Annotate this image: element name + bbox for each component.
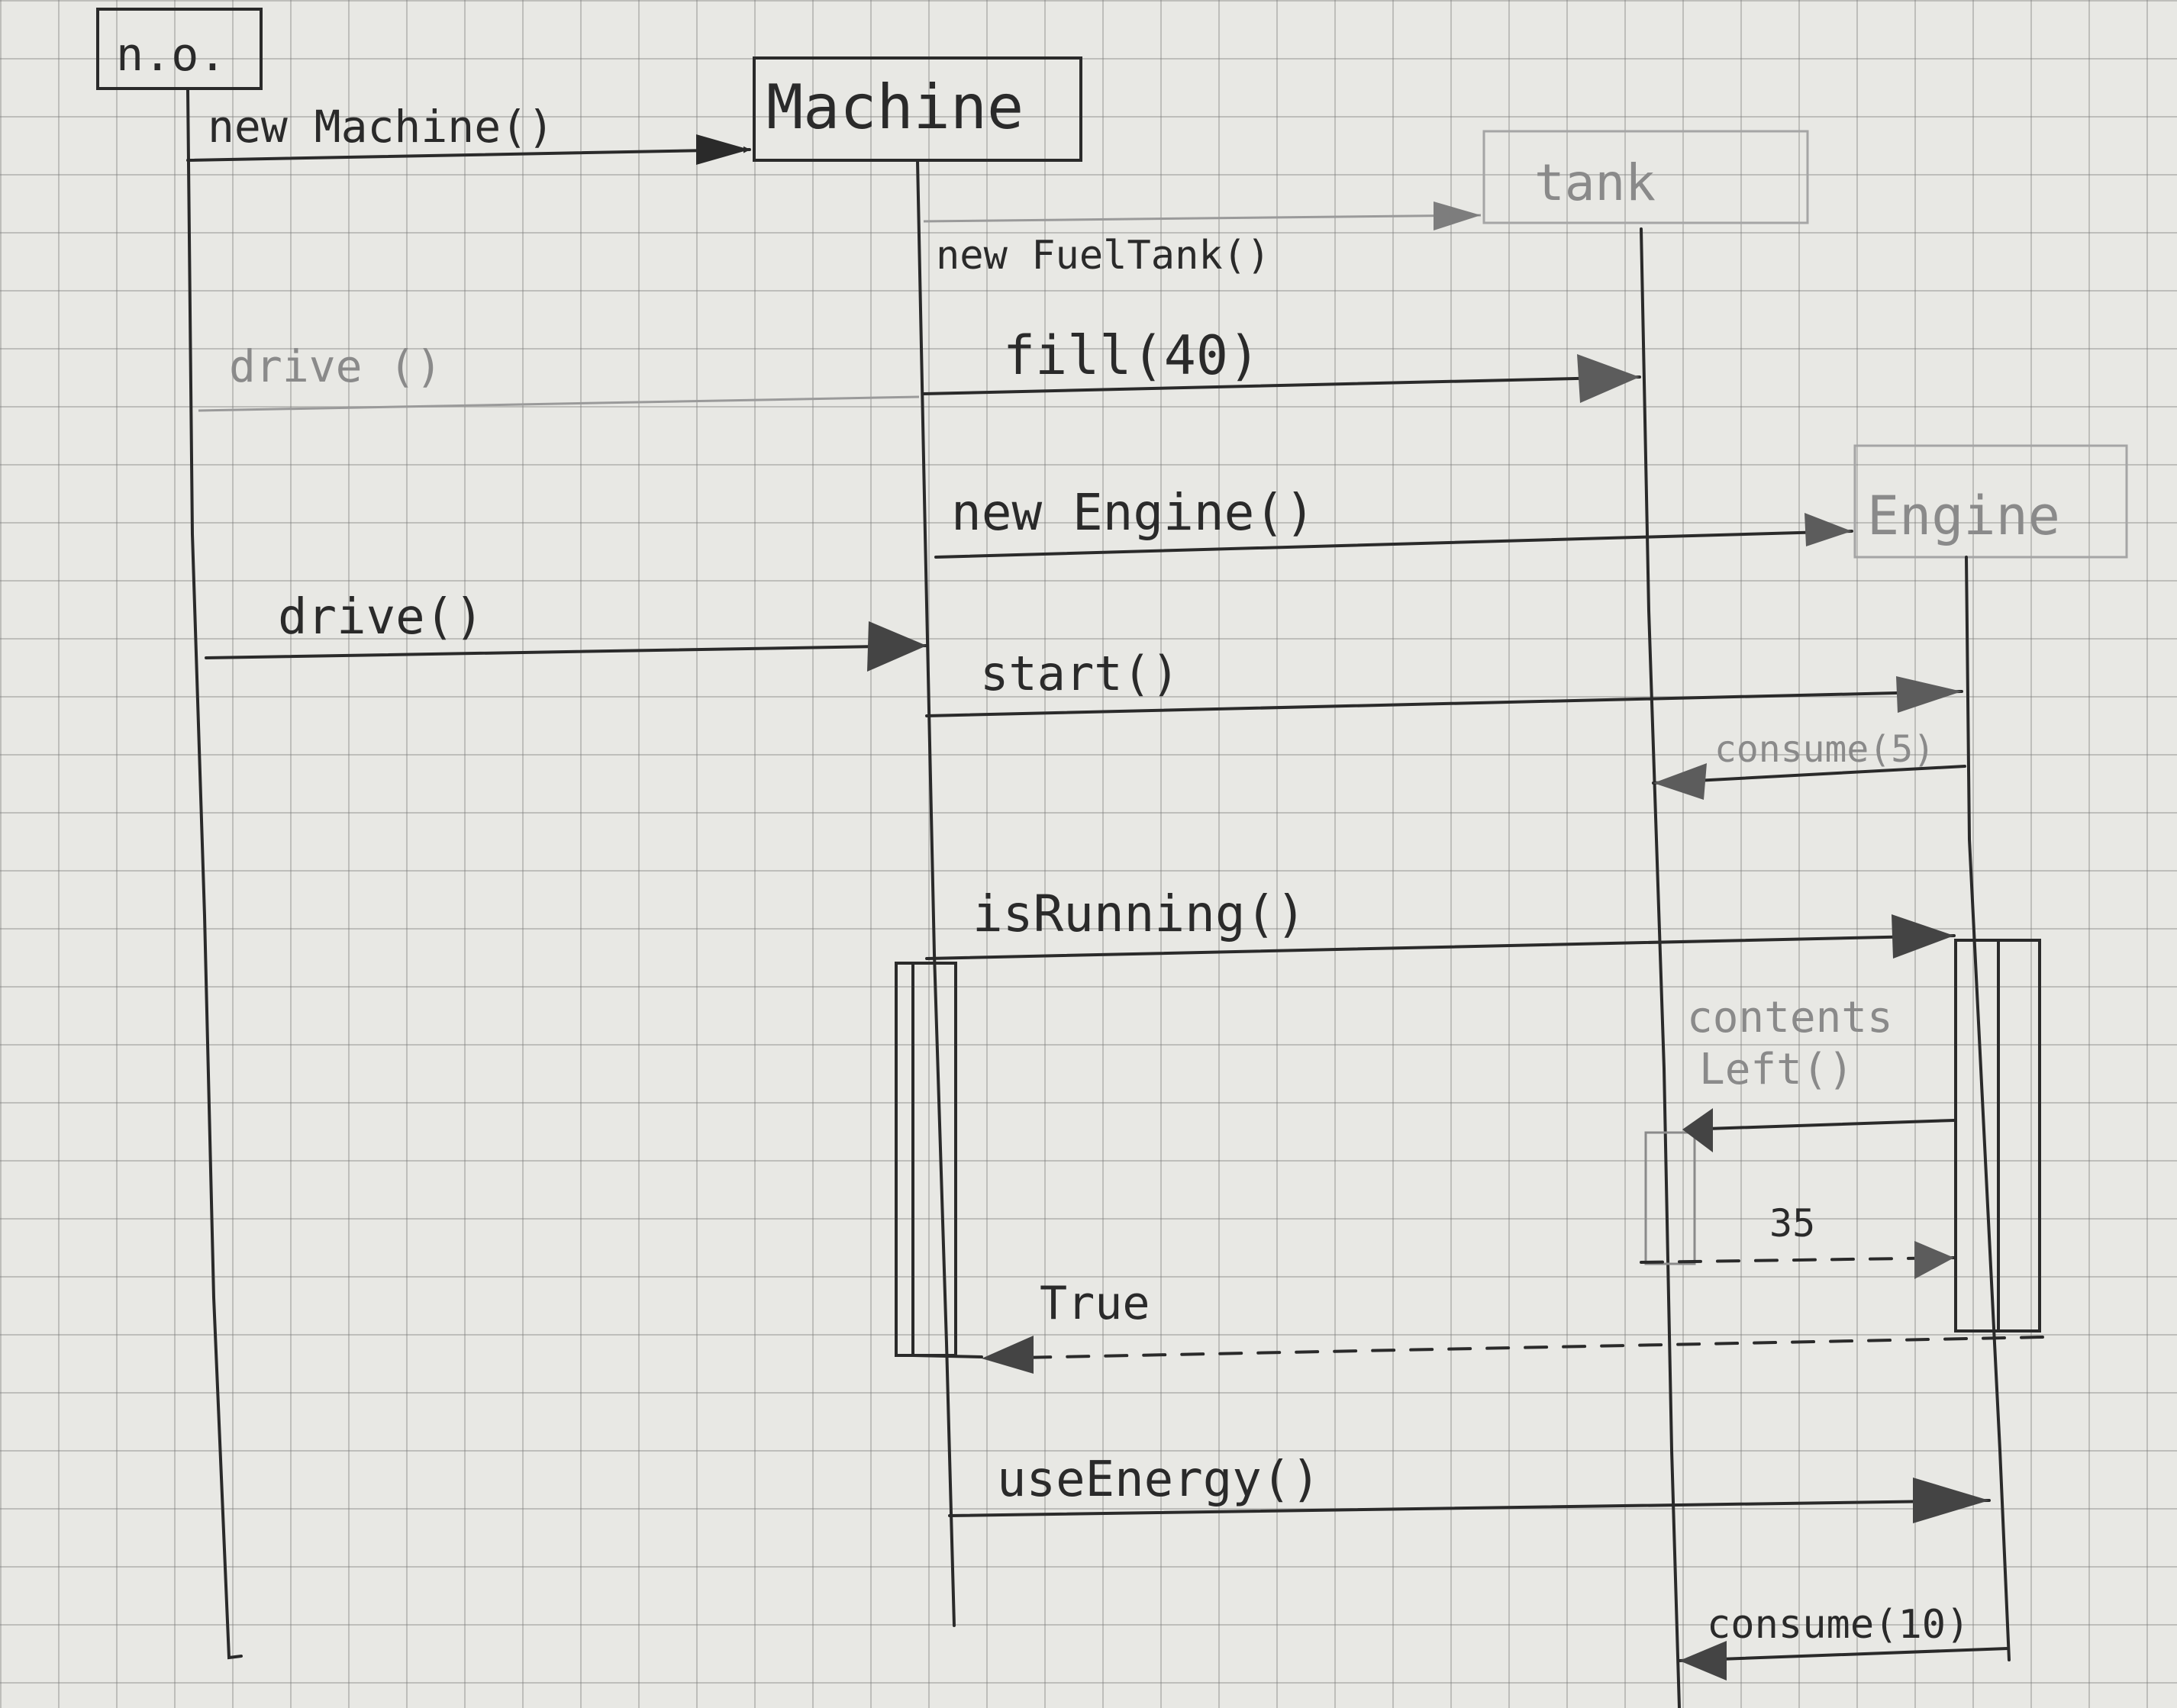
new-engine-arrow — [934, 530, 1853, 559]
contentsleft-label-2: Left() — [1699, 1045, 1853, 1094]
return35-label: 35 — [1769, 1201, 1815, 1246]
return35-arrowhead — [1914, 1241, 1954, 1279]
return35-arrow — [1640, 1256, 1956, 1264]
useenergy-label: useEnergy() — [997, 1452, 1321, 1508]
contentsleft-label-1: contents — [1687, 993, 1893, 1043]
machine-activation — [895, 962, 957, 1357]
tank-label: tank — [1534, 153, 1656, 212]
start-arrowhead — [1896, 676, 1962, 713]
tank-activation — [1644, 1131, 1696, 1265]
consume10-arrow — [1678, 1647, 2009, 1662]
client-label: n.o. — [116, 28, 227, 82]
new-machine-arrowhead — [696, 134, 750, 165]
true-return-label: True — [1040, 1277, 1150, 1330]
contentsleft-arrow — [1684, 1119, 1956, 1131]
drive-crossed-arrow — [198, 395, 920, 412]
true-return-stub — [911, 1354, 983, 1358]
drive-arrow — [205, 644, 928, 659]
client-lifeline — [186, 87, 243, 1660]
engine-label: Engine — [1867, 485, 2060, 547]
consume10-arrowhead — [1679, 1641, 1727, 1681]
fill-label: fill(40) — [1003, 324, 1260, 387]
true-return-arrow — [980, 1336, 2044, 1360]
useenergy-arrowhead — [1913, 1478, 1989, 1523]
new-machine-arrow — [186, 146, 751, 162]
new-fueltank-arrowhead — [1434, 201, 1481, 230]
fill-arrowhead — [1577, 354, 1640, 403]
true-return-arrowhead — [982, 1336, 1034, 1374]
new-machine-label: new Machine() — [208, 101, 554, 153]
start-label: start() — [980, 646, 1179, 701]
start-arrow — [925, 690, 1963, 717]
new-fueltank-label: new FuelTank() — [936, 233, 1270, 279]
consume10-label: consume(10) — [1707, 1602, 1969, 1648]
fill-arrow — [922, 375, 1641, 395]
isrunning-arrowhead — [1892, 914, 1954, 959]
useenergy-arrow — [948, 1499, 1991, 1517]
contentsleft-arrowhead — [1682, 1108, 1713, 1152]
drive-arrowhead — [867, 621, 927, 672]
machine-lifeline — [916, 159, 956, 1627]
machine-label: Machine — [766, 72, 1024, 143]
consume5-arrowhead — [1653, 763, 1707, 800]
tank-lifeline — [1640, 227, 1681, 1708]
new-engine-arrowhead — [1804, 513, 1852, 546]
drive-crossed-label: drive () — [229, 340, 442, 392]
tank-box — [1482, 130, 1809, 224]
drive-label: drive() — [278, 589, 484, 646]
new-fueltank-arrow — [923, 214, 1482, 223]
isrunning-label: isRunning() — [972, 885, 1306, 943]
engine-box — [1853, 444, 2128, 559]
engine-lifeline — [1965, 556, 2011, 1661]
client-box — [96, 8, 263, 90]
isrunning-arrow — [925, 934, 1956, 960]
new-engine-label: new Engine() — [951, 483, 1315, 542]
consume5-label: consume(5) — [1714, 728, 1935, 771]
